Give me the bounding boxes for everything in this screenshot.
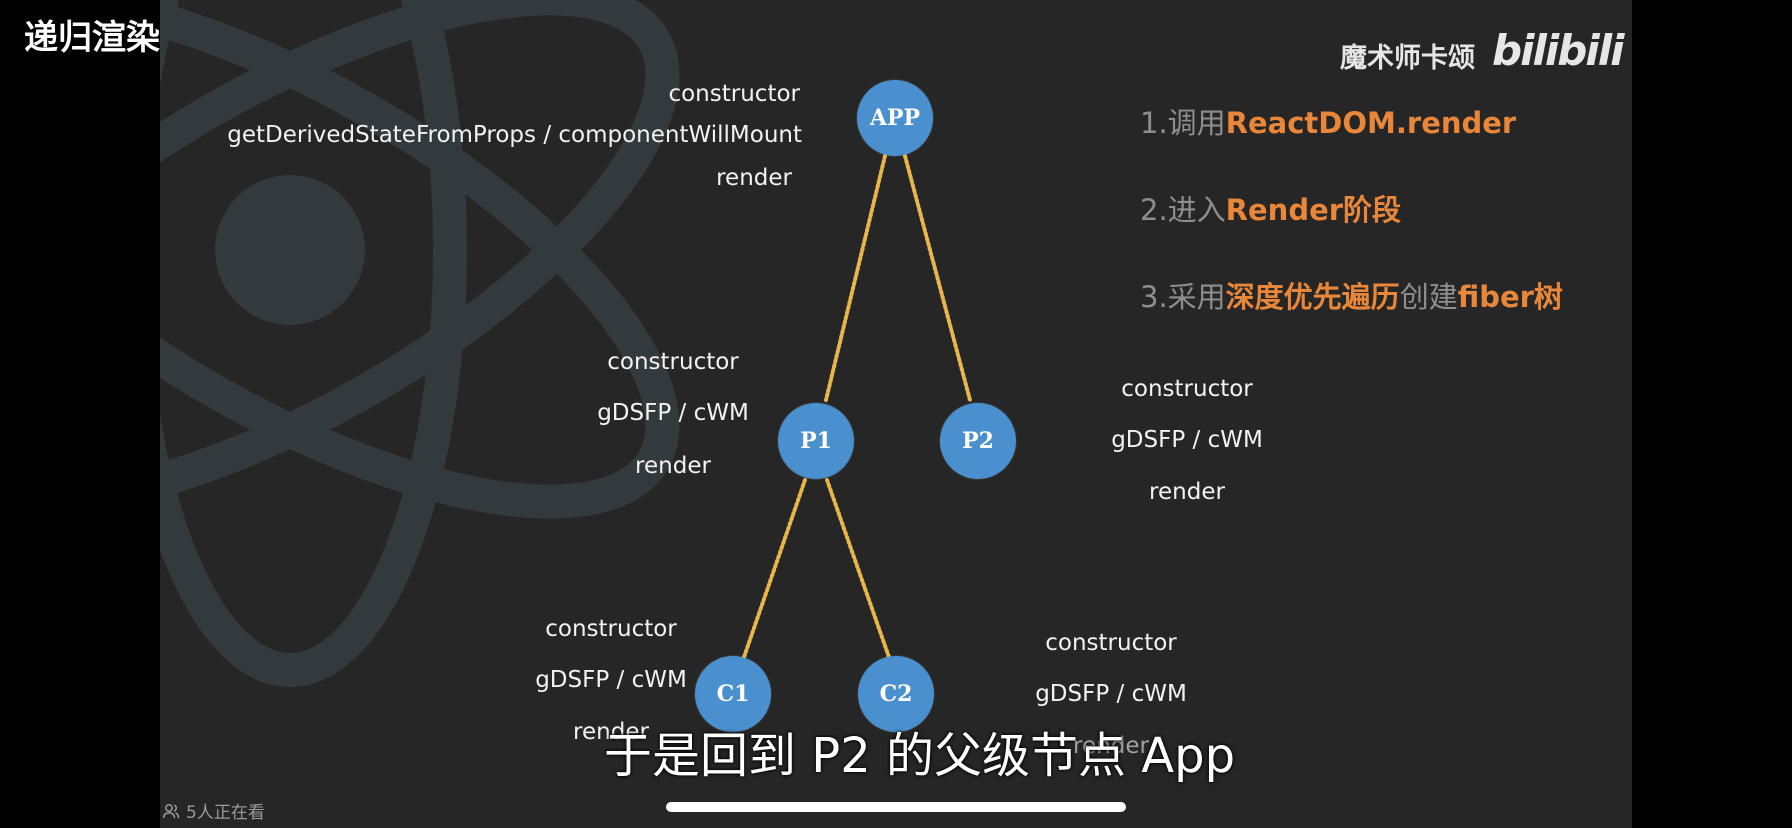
node-c1: C1	[695, 656, 771, 732]
step-3-mid: 创建	[1399, 280, 1458, 314]
channel-watermark: 魔术师卡颂	[1340, 43, 1475, 74]
video-subtitle: 于是回到 P2 的父级节点 App	[604, 728, 1236, 784]
step-3: 3.采用深度优先遍历创建fiber树	[1140, 274, 1563, 316]
step-1: 1.调用ReactDOM.render	[1140, 100, 1516, 142]
node-p2: P2	[940, 403, 1016, 479]
step-1-highlight: ReactDOM.render	[1225, 106, 1517, 140]
step-2-suffix: 阶段	[1343, 193, 1402, 227]
step-2-prefix: 2.进入	[1140, 193, 1226, 227]
step-3-highlight: 深度优先遍历	[1225, 280, 1400, 314]
app-label-gdsfp: getDerivedStateFromProps / componentWill…	[227, 122, 802, 148]
slide: APP P1 P2 C1 C2 constructor getDerivedSt…	[160, 0, 1632, 828]
react-logo-watermark	[160, 0, 680, 687]
home-indicator[interactable]	[666, 802, 1126, 812]
edge-p1-c1	[741, 478, 807, 662]
p2-label-render: render	[1149, 479, 1225, 505]
c1-label-render: render	[573, 719, 649, 745]
app-label-constructor: constructor	[668, 81, 800, 107]
c2-label-constructor: constructor	[1045, 630, 1177, 656]
p2-label-gdsfp: gDSFP / cWM	[1111, 427, 1263, 453]
c1-label-constructor: constructor	[545, 616, 677, 642]
edge-app-p1	[824, 154, 887, 402]
c2-label-render: render	[1073, 733, 1149, 759]
step-3-prefix: 3.采用	[1140, 280, 1226, 314]
bilibili-logo: bilibili	[1492, 26, 1625, 75]
p1-label-render: render	[635, 453, 711, 479]
viewer-count: 5人正在看	[162, 798, 265, 823]
step-2-highlight: Render	[1225, 193, 1344, 227]
node-p1: P1	[778, 403, 854, 479]
step-3-highlight2: fiber树	[1457, 280, 1563, 314]
c2-label-gdsfp: gDSFP / cWM	[1035, 681, 1187, 707]
step-2: 2.进入Render阶段	[1140, 187, 1401, 229]
step-1-prefix: 1.调用	[1140, 106, 1226, 140]
node-c2: C2	[858, 656, 934, 732]
node-app: APP	[857, 80, 933, 156]
app-label-render: render	[716, 165, 792, 191]
c1-label-gdsfp: gDSFP / cWM	[535, 667, 687, 693]
edge-app-p2	[903, 154, 972, 402]
people-icon	[162, 803, 180, 818]
p1-label-constructor: constructor	[607, 349, 739, 375]
p1-label-gdsfp: gDSFP / cWM	[597, 400, 749, 426]
video-title: 递归渲染	[24, 18, 160, 58]
viewer-count-text: 5人正在看	[186, 803, 265, 823]
tree-edges	[741, 154, 972, 662]
p2-label-constructor: constructor	[1121, 376, 1253, 402]
edge-p1-c2	[825, 478, 892, 662]
